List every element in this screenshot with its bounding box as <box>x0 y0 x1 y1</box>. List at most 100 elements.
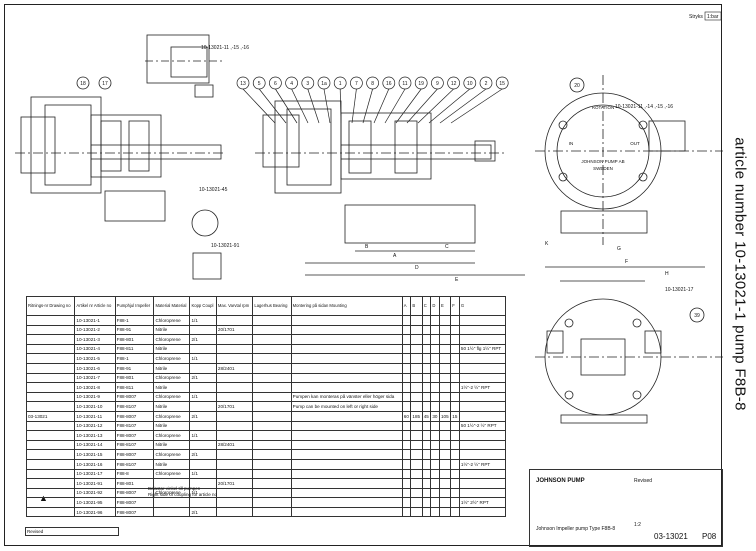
cell-bearing <box>252 468 292 480</box>
col-a: A <box>401 296 412 316</box>
cell-article: 10-13021-2 <box>74 324 116 336</box>
callout-9: 9 <box>436 81 439 87</box>
cell-impeller: F88-8007 <box>114 497 155 508</box>
shaft-detail-views <box>145 34 225 280</box>
cell-article: 10-13021-13 <box>74 430 116 441</box>
leader-line <box>291 88 309 124</box>
cell-dim <box>450 382 460 393</box>
cell-dim <box>430 362 440 374</box>
cell-article: 10-13021-11 <box>74 410 116 422</box>
cell-dim <box>410 468 423 480</box>
col-material: Material Material <box>153 296 191 316</box>
cell-kopp: 2/1 <box>189 506 217 518</box>
dim-C: C <box>445 244 449 250</box>
cell-impeller: F88-8007 <box>114 391 155 403</box>
ref-b: 10-13021-91 <box>211 243 240 249</box>
cell-kopp: 1/1 <box>189 353 217 364</box>
cell-g: 50 1½" flg 1½" RPT <box>458 343 507 355</box>
cell-dim <box>421 372 432 384</box>
cell-article: 10-13021-95 <box>74 497 116 508</box>
cell-dim <box>438 468 452 480</box>
cell-dim <box>421 391 432 403</box>
col-article: Artikel nr Article no <box>74 296 116 316</box>
callout-20: 20 <box>574 83 580 89</box>
side-title: article number 10-13021-1 pump F8B-8 <box>726 4 754 546</box>
cell-kopp: 2/1 <box>189 410 217 422</box>
cell-mounting: Pump can be mounted on left or right sid… <box>290 401 403 412</box>
cell-g <box>458 334 507 345</box>
cell-g <box>458 362 507 374</box>
cell-kopp <box>189 420 217 432</box>
cell-article: 10-13021-16 <box>74 458 116 470</box>
cell-kopp: 1/1 <box>189 468 217 480</box>
cell-dim <box>421 315 432 326</box>
cell-impeller: F88-8007 <box>114 430 155 441</box>
cell-g <box>458 372 507 384</box>
cell-dim <box>438 353 452 364</box>
cell-g <box>458 487 507 499</box>
cell-bearing <box>252 382 292 393</box>
cell-material: Chloroprene <box>153 334 191 345</box>
cell-rpm <box>215 343 254 355</box>
cell-g <box>458 324 507 336</box>
cell-drawing <box>25 401 76 412</box>
cell-dim <box>430 343 440 355</box>
cell-dim <box>450 439 460 451</box>
cell-dim <box>401 458 412 470</box>
cell-dim <box>430 439 440 451</box>
cell-dim: 30 <box>430 410 440 422</box>
cell-mounting <box>290 372 403 384</box>
cell-dim <box>421 478 432 489</box>
callout-13: 13 <box>240 81 246 87</box>
col-d: D <box>430 296 440 316</box>
col-f: F <box>450 296 460 316</box>
cell-mounting <box>290 382 403 393</box>
cell-dim <box>450 391 460 403</box>
cell-dim <box>401 324 412 336</box>
ref-d: 10-13021-17 <box>665 287 694 293</box>
cell-dim <box>410 439 423 451</box>
cell-impeller: F88-811 <box>114 343 155 355</box>
cell-dim <box>401 430 412 441</box>
cell-dim <box>410 506 423 518</box>
cell-dim <box>410 449 423 460</box>
cell-dim <box>410 497 423 508</box>
callout-circle-18 <box>76 76 90 90</box>
cell-rpm: 28/2401 <box>215 362 254 374</box>
callout-1: 1 <box>339 81 342 87</box>
cell-mounting <box>290 353 403 364</box>
cell-dim <box>450 506 460 518</box>
cell-drawing <box>25 353 76 364</box>
cell-material: Nitrile <box>153 343 191 355</box>
shaft-ref: 10-13021-11 ,-15 ,-16 <box>201 45 249 51</box>
cell-dim <box>401 506 412 518</box>
technical-drawing: 18 17 20 10-13021-11 ,-15 ,-16 10-13021-… <box>15 11 723 424</box>
cell-g <box>458 353 507 364</box>
callout-circle-20 <box>569 77 585 93</box>
cell-impeller: F88-8 <box>114 468 155 480</box>
sheet-code: P08 <box>702 532 717 541</box>
sheet-number: 03-13021 <box>654 532 688 541</box>
cell-drawing <box>25 478 76 489</box>
cell-dim <box>430 372 440 384</box>
leader-line <box>351 88 357 124</box>
cell-dim: 185 <box>410 410 423 422</box>
cell-rpm <box>215 497 254 508</box>
cell-mounting <box>290 497 403 508</box>
cell-drawing <box>25 420 76 432</box>
cell-dim <box>401 497 412 508</box>
cell-rpm <box>215 420 254 432</box>
dim-K: K <box>545 241 549 247</box>
cell-rpm <box>215 430 254 441</box>
callout-4: 4 <box>290 81 293 87</box>
